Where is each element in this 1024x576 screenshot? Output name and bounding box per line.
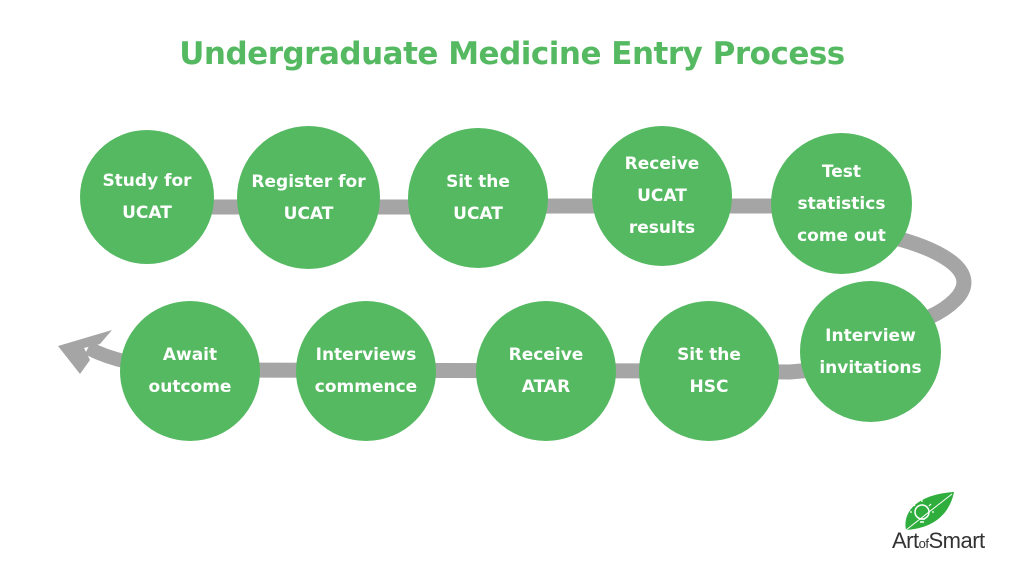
- step-receive-atar: Receive ATAR: [476, 301, 616, 441]
- step-label: Sit the UCAT: [446, 172, 510, 224]
- step-register-for-ucat: Register for UCAT: [237, 126, 380, 269]
- step-label: Await outcome: [148, 345, 232, 397]
- art-of-smart-logo: ArtofSmart: [892, 490, 1012, 560]
- step-receive-ucat-results: Receive UCAT results: [592, 126, 732, 266]
- logo-text-of: of: [918, 536, 929, 551]
- step-label: Test statistics come out: [797, 161, 886, 246]
- logo-text-smart: Smart: [928, 528, 985, 553]
- step-label: Receive UCAT results: [624, 154, 700, 238]
- step-interviews-commence: Interviews commence: [296, 301, 436, 441]
- step-label: Interview invitations: [819, 325, 922, 378]
- step-interview-invitations: Interview invitations: [800, 281, 941, 422]
- step-sit-the-hsc: Sit the HSC: [639, 301, 779, 441]
- step-label: Study for UCAT: [102, 171, 192, 223]
- step-label: Register for UCAT: [251, 171, 366, 224]
- logo-text: ArtofSmart: [892, 528, 1012, 554]
- step-study-for-ucat: Study for UCAT: [80, 130, 214, 264]
- step-label: Sit the HSC: [677, 345, 741, 397]
- step-test-statistics: Test statistics come out: [771, 133, 912, 274]
- step-label: Interviews commence: [314, 345, 418, 397]
- step-label: Receive ATAR: [508, 345, 584, 397]
- step-await-outcome: Await outcome: [120, 301, 260, 441]
- page-title: Undergraduate Medicine Entry Process: [179, 36, 845, 72]
- step-sit-the-ucat: Sit the UCAT: [408, 128, 548, 268]
- leaf-lightbulb-icon: [905, 492, 954, 531]
- arrow-left-icon: [58, 330, 112, 374]
- logo-text-art: Art: [892, 528, 919, 553]
